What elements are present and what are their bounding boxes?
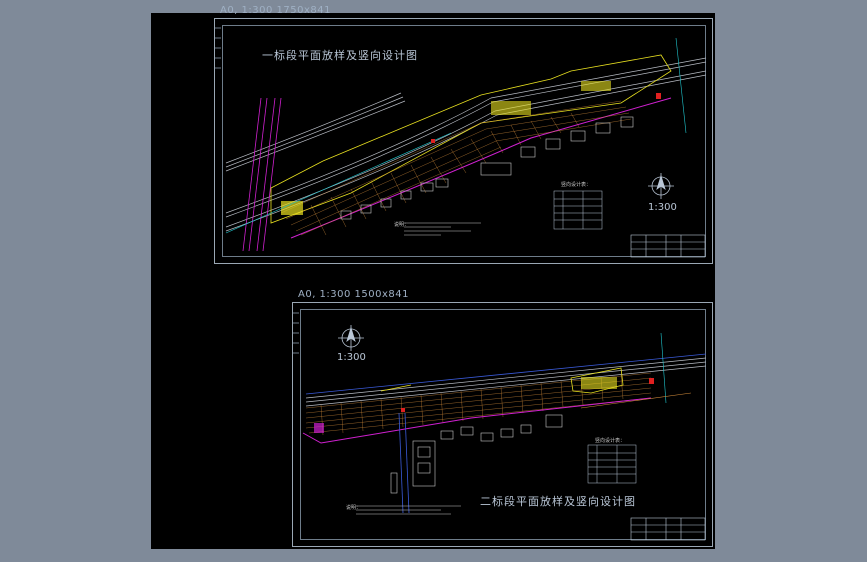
- sheet2-size-label: A0, 1:300 1500x841: [298, 289, 410, 300]
- cad-linework: [215, 27, 707, 541]
- cad-drawing-canvas[interactable]: A0, 1:300 1750x841 一标段平面放样及竖向设计图 1:300 竖…: [151, 5, 715, 549]
- sheet2-frame[interactable]: [292, 302, 713, 547]
- sheet2-scale: 1:300: [337, 352, 366, 363]
- sheet2-notes-label: 说明：: [346, 505, 362, 511]
- sheet1-notes-label: 说明：: [394, 222, 410, 228]
- sheet1-frame[interactable]: [214, 18, 713, 264]
- sheet1-size-label: A0, 1:300 1750x841: [220, 5, 332, 16]
- sheet1-north-arrow-icon: [648, 173, 674, 199]
- sheet2-inner-border: [300, 309, 706, 540]
- sheet2-title: 二标段平面放样及竖向设计图: [480, 495, 636, 508]
- sheet1-inner-border: [222, 25, 706, 257]
- sheet2-north-arrow-icon: [338, 325, 364, 351]
- sheet1-table-heading: 竖向设计表：: [561, 182, 592, 188]
- sheet1-scale: 1:300: [648, 202, 677, 213]
- sheet1-title: 一标段平面放样及竖向设计图: [262, 49, 418, 62]
- sheet2-table-heading: 竖向设计表：: [595, 438, 626, 444]
